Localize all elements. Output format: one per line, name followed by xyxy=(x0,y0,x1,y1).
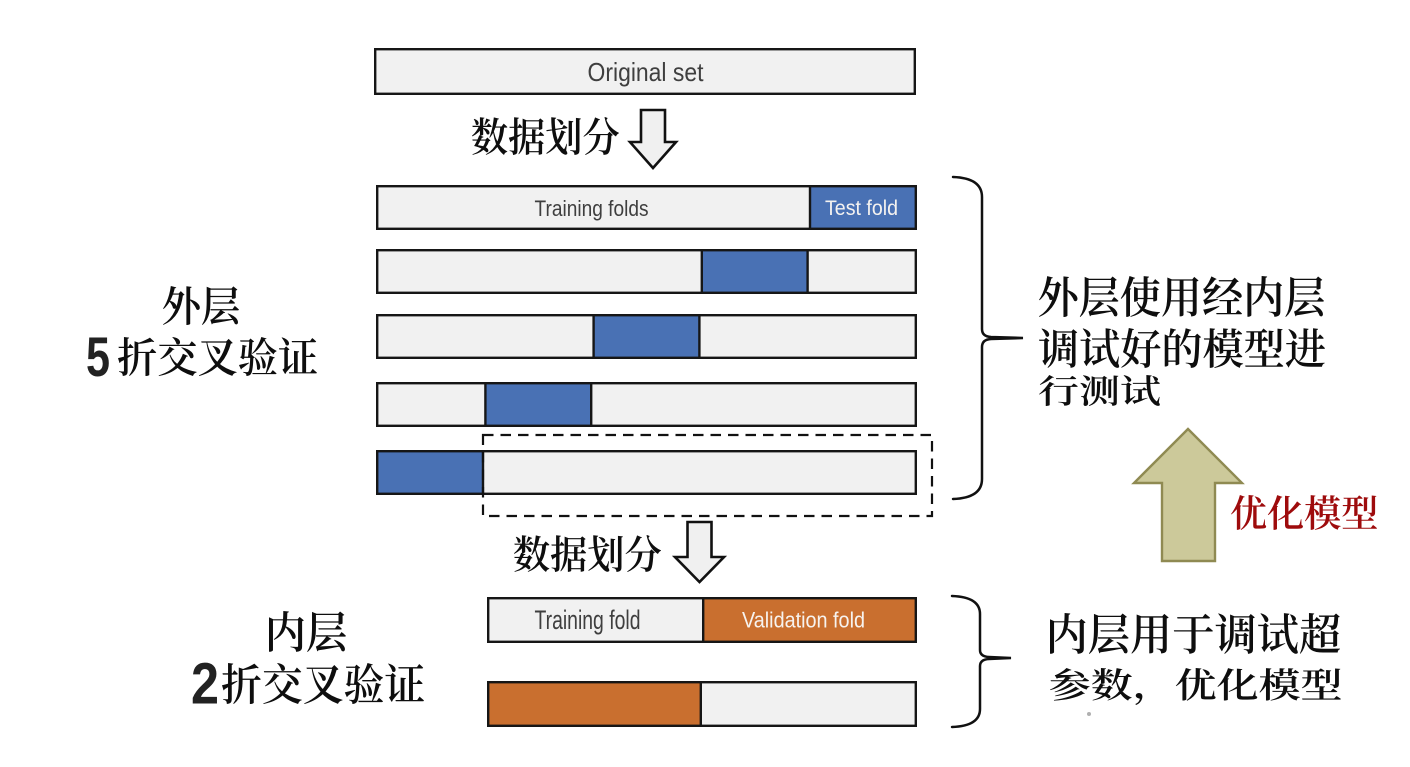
svg-text:Training folds: Training folds xyxy=(535,196,649,221)
svg-text:Training fold: Training fold xyxy=(535,605,641,635)
svg-text:5: 5 xyxy=(86,325,110,388)
svg-text:2: 2 xyxy=(191,652,219,717)
svg-text:Validation fold: Validation fold xyxy=(742,608,865,633)
svg-text:Original set: Original set xyxy=(588,57,705,87)
svg-text:Test fold: Test fold xyxy=(825,197,898,220)
